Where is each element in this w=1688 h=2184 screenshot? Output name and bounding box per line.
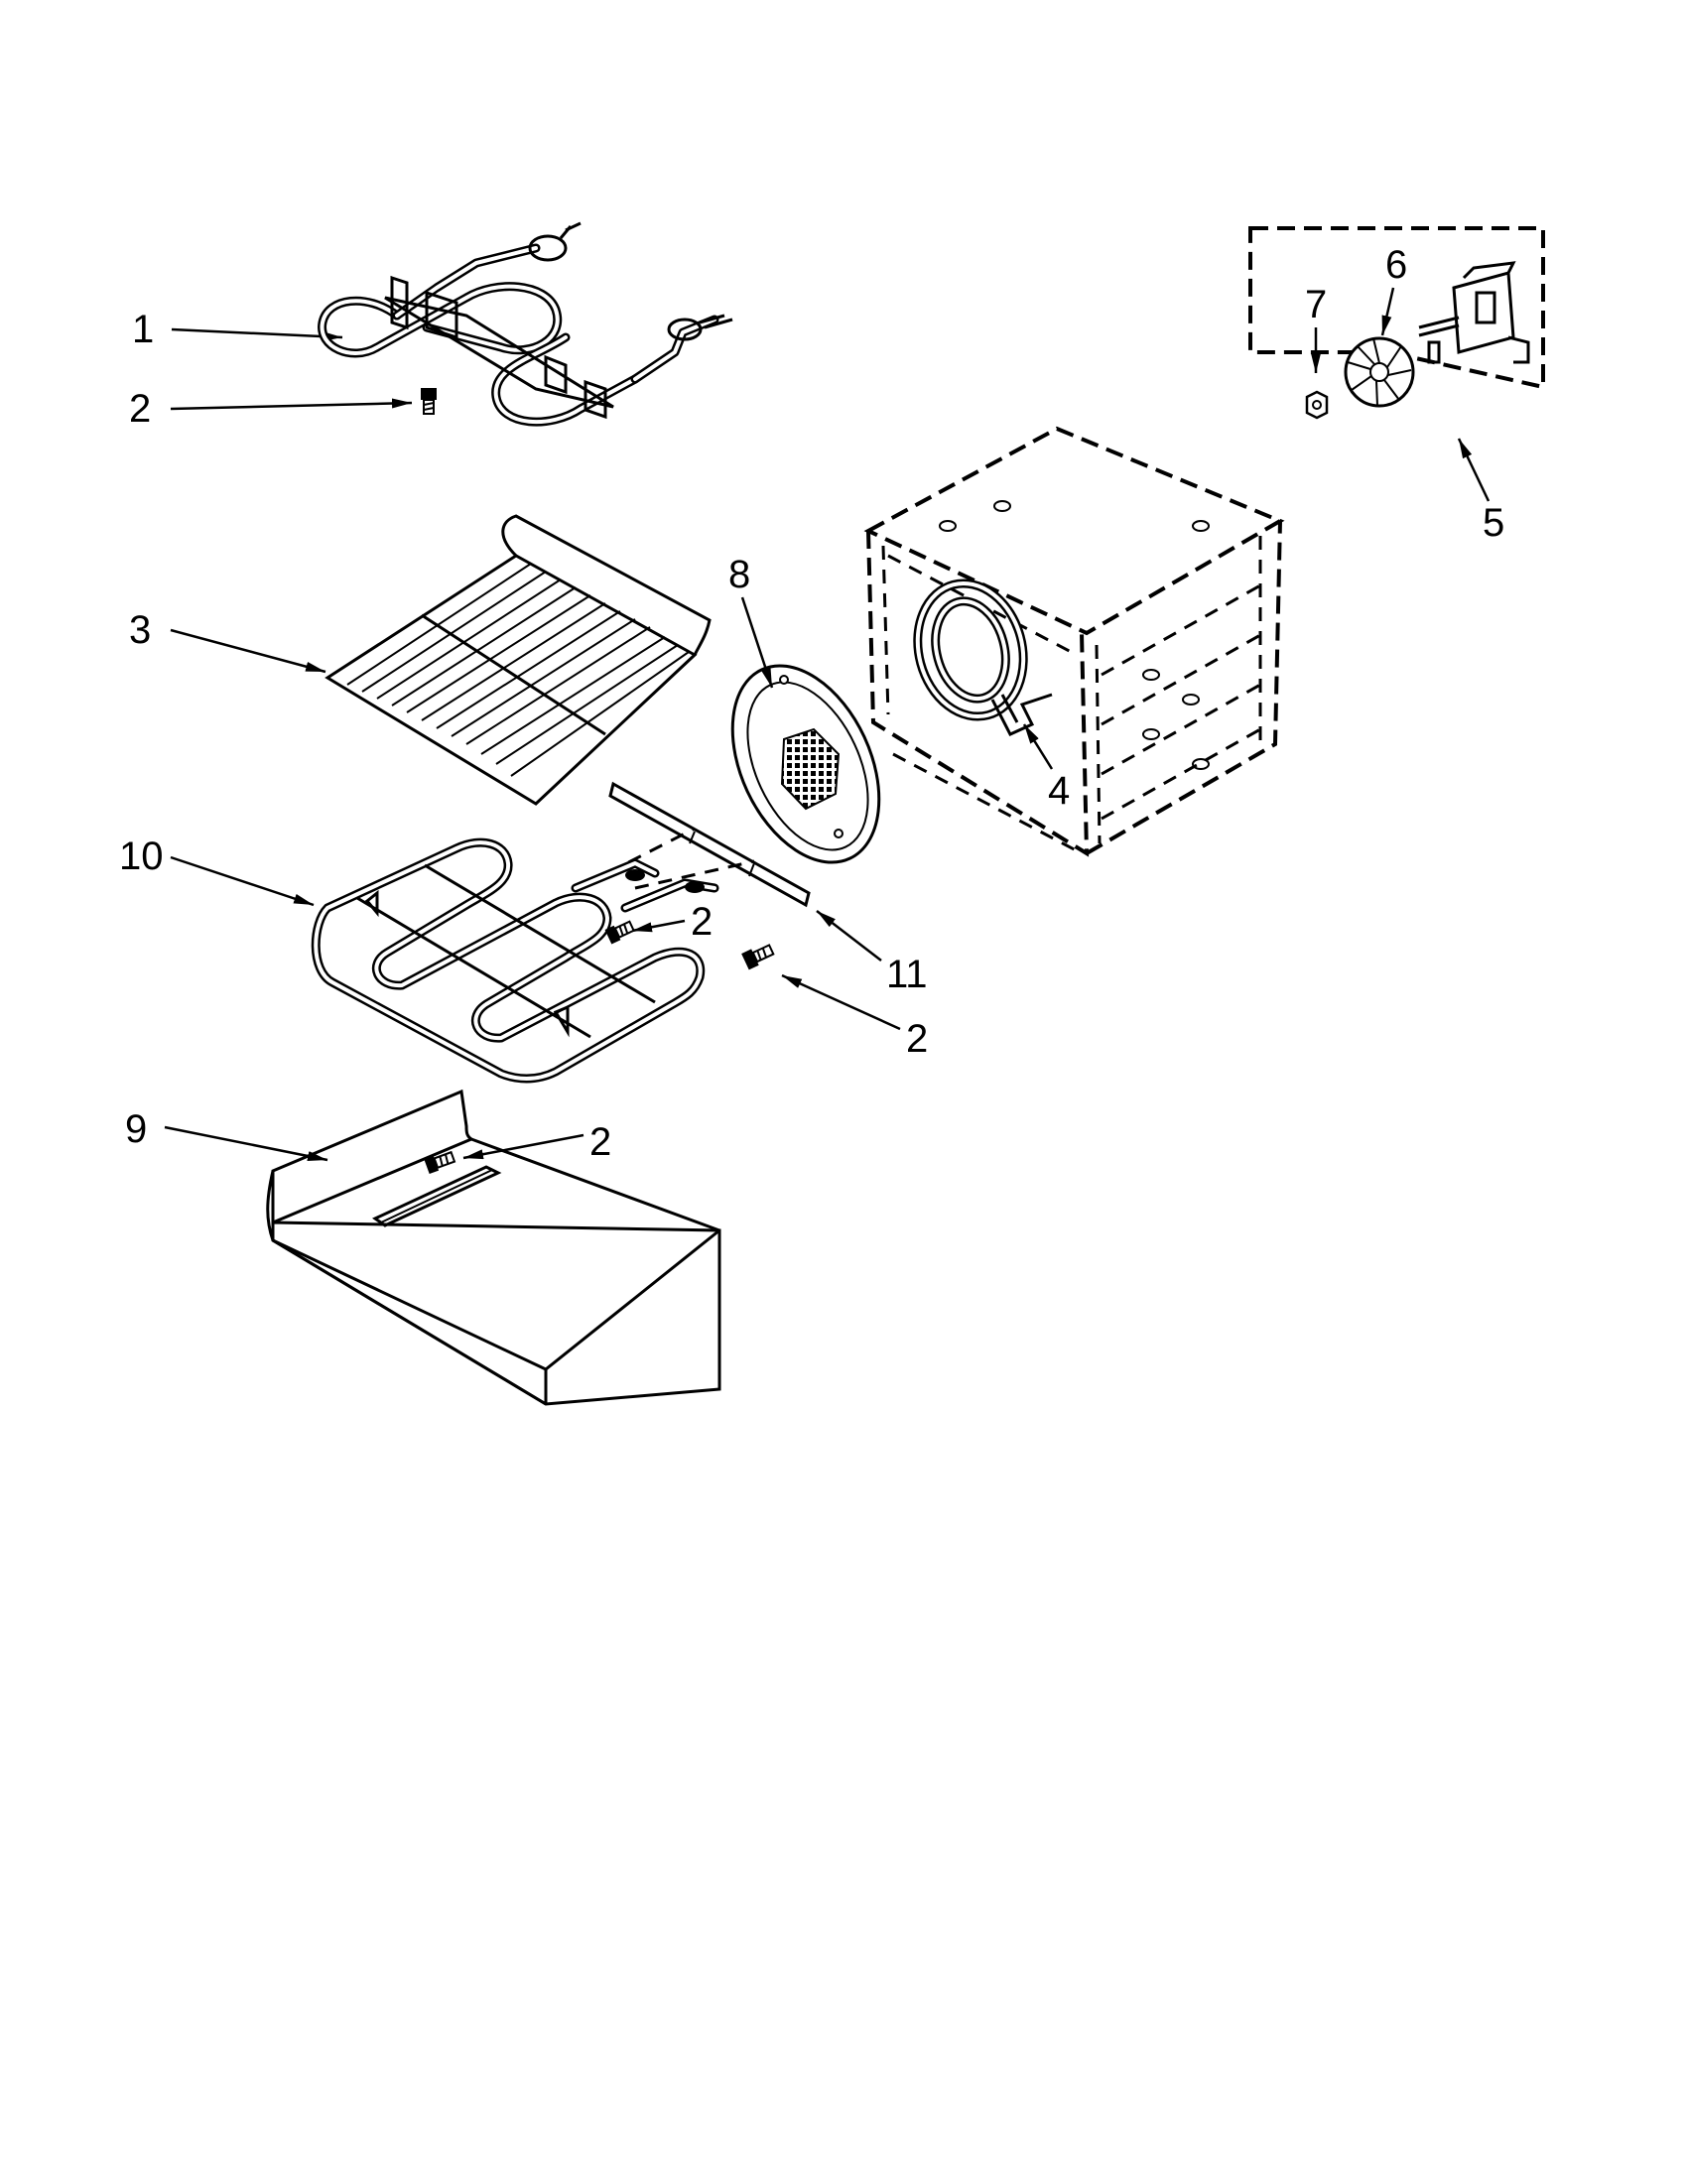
fan-cover-icon	[730, 664, 881, 864]
screw-icon	[741, 944, 775, 970]
callout-2-a: 2	[129, 387, 151, 431]
fan-blade-icon	[1344, 336, 1415, 408]
callout-2-b: 2	[691, 900, 713, 944]
leader-10	[170, 855, 315, 907]
callout-5: 5	[1483, 501, 1504, 545]
callout-2-d: 2	[589, 1120, 611, 1164]
leader-3	[170, 628, 326, 674]
leader-9	[164, 1125, 328, 1162]
leader-11	[816, 910, 882, 962]
leader-8	[740, 596, 774, 689]
bracket-icon	[606, 781, 811, 908]
callout-10: 10	[119, 835, 164, 878]
callout-1: 1	[132, 308, 154, 351]
screw-icon	[424, 1150, 456, 1174]
callout-9: 9	[125, 1107, 147, 1151]
oven-rack-icon	[325, 514, 712, 806]
nut-icon	[1305, 390, 1329, 420]
leader-lines	[164, 287, 1491, 1162]
callout-8: 8	[728, 553, 750, 596]
callout-2-c: 2	[906, 1017, 928, 1061]
leader-2-a	[170, 398, 413, 411]
callout-7: 7	[1305, 283, 1327, 326]
screw-icon	[604, 920, 635, 945]
leader-1	[171, 327, 343, 342]
oven-cavity-icon	[863, 426, 1285, 857]
bake-element-icon	[311, 837, 719, 1084]
leader-6	[1380, 287, 1395, 336]
leader-5	[1457, 438, 1491, 502]
callout-11: 11	[886, 953, 928, 996]
leader-2-b	[631, 919, 686, 933]
screw-icon	[421, 388, 437, 415]
leader-2-d	[462, 1133, 584, 1160]
callout-3: 3	[129, 608, 151, 652]
tray-icon	[266, 1089, 721, 1406]
fan-motor-assembly-icon	[1248, 226, 1545, 390]
convection-element-icon	[913, 578, 1053, 736]
leader-4	[1022, 723, 1054, 770]
callout-6: 6	[1385, 243, 1407, 287]
leader-2-c	[781, 973, 901, 1031]
broil-element-icon	[318, 221, 733, 427]
callout-4: 4	[1048, 769, 1070, 813]
